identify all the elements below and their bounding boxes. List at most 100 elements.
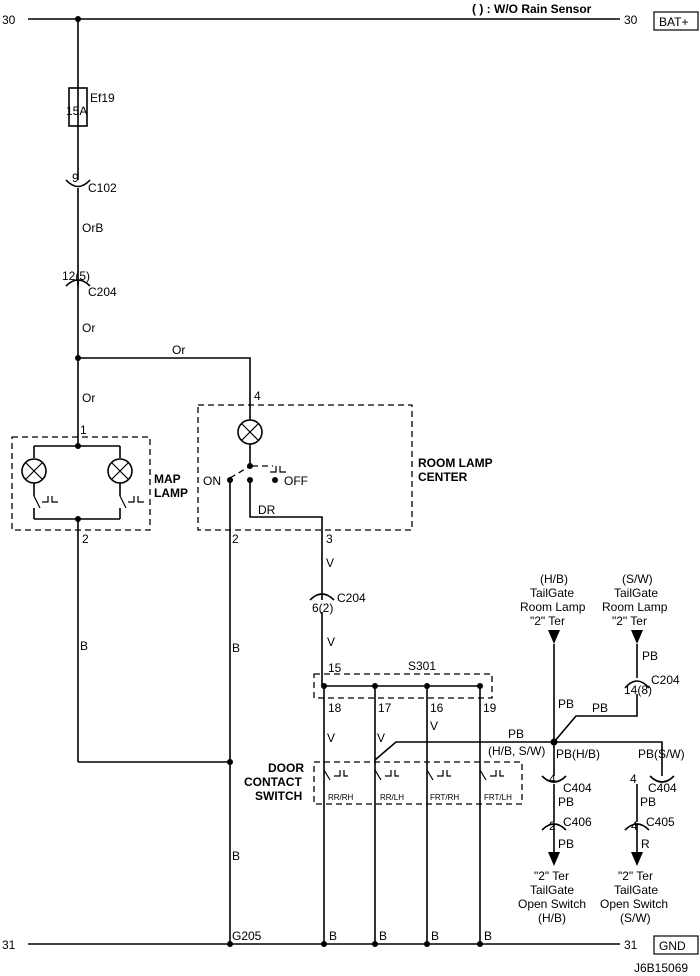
door-switch-label-3: SWITCH bbox=[255, 789, 302, 803]
c406-label: C406 bbox=[563, 815, 592, 829]
wire-r: R bbox=[641, 837, 650, 851]
tg-hb-bottom-4: (H/B) bbox=[538, 911, 566, 925]
door-switch-label-2: CONTACT bbox=[244, 775, 302, 789]
room-lamp-label-2: CENTER bbox=[418, 470, 468, 484]
rain-sensor-note: ( ) : W/O Rain Sensor bbox=[472, 2, 592, 16]
map-pin-2: 2 bbox=[82, 532, 89, 546]
c405-pin: 4 bbox=[631, 819, 638, 833]
c204-mid-pin: 6(2) bbox=[312, 601, 333, 615]
bat-terminal-box bbox=[653, 11, 699, 31]
room-lamp-label-1: ROOM LAMP bbox=[418, 456, 493, 470]
gnd-bus: 31 31 GND J6B15069 bbox=[2, 935, 699, 975]
ground-g205: G205 bbox=[232, 929, 262, 943]
wire-b-g1: B bbox=[329, 929, 337, 943]
room-pin-3: 3 bbox=[326, 532, 333, 546]
wire-dr: DR bbox=[258, 503, 276, 517]
wire-v-1: V bbox=[326, 556, 334, 570]
c404-a-pin: 4 bbox=[549, 772, 556, 786]
tg-hb-top-3: Room Lamp bbox=[520, 600, 586, 614]
tg-sw-bottom-arrow-icon bbox=[631, 852, 643, 866]
wire-v-4: V bbox=[377, 731, 385, 745]
tg-sw-bottom-1: "2" Ter bbox=[618, 869, 653, 883]
main-feed: Ef19 15A 9 C102 OrB 12(5) C204 Or Or Or bbox=[62, 16, 251, 446]
switch-rr-lh-label: RR/LH bbox=[380, 793, 404, 802]
wire-v-3: V bbox=[327, 731, 335, 745]
wire-pb-sw-top: PB bbox=[642, 649, 658, 663]
c204-top-label: C204 bbox=[88, 285, 117, 299]
switch-frt-lh-label: FRT/LH bbox=[484, 793, 512, 802]
splice-s301: 6(2) C204 V S301 15 18 17 16 19 V V V B … bbox=[309, 591, 497, 947]
tailgate-hb: (H/B) TailGate Room Lamp "2" Ter PB PB(H… bbox=[518, 572, 600, 925]
wire-v-2: V bbox=[327, 635, 335, 649]
tg-sw-bottom-3: Open Switch bbox=[600, 897, 668, 911]
s301-pin-17: 17 bbox=[378, 701, 392, 715]
tg-sw-bottom-4: (S/W) bbox=[620, 911, 651, 925]
tg-hb-top-4: "2" Ter bbox=[530, 614, 565, 628]
gnd-terminal-box bbox=[653, 935, 699, 955]
wire-orb: OrB bbox=[82, 221, 103, 235]
c102-connector bbox=[65, 179, 91, 188]
bat-right-label: 30 bbox=[624, 13, 638, 27]
map-lamp-label-2: LAMP bbox=[154, 486, 188, 500]
wire-or-3: Or bbox=[82, 391, 95, 405]
wire-b-lower: B bbox=[232, 849, 240, 863]
map-lamp-label-1: MAP bbox=[154, 472, 181, 486]
c405-label: C405 bbox=[646, 815, 675, 829]
diagram-code: J6B15069 bbox=[634, 961, 688, 975]
wire-hb-sw: (H/B, S/W) bbox=[488, 744, 545, 758]
room-pin-2: 2 bbox=[232, 532, 239, 546]
fuse-name: Ef19 bbox=[90, 91, 115, 105]
gnd-right-label: 31 bbox=[624, 938, 638, 952]
wire-pb-b: PB bbox=[640, 795, 656, 809]
tg-sw-top-4: "2" Ter bbox=[612, 614, 647, 628]
map-pin-1: 1 bbox=[80, 423, 87, 437]
c406-pin: 2 bbox=[549, 819, 556, 833]
wire-b-g4: B bbox=[484, 929, 492, 943]
c204-right-label: C204 bbox=[651, 673, 680, 687]
bat-left-label: 30 bbox=[2, 13, 16, 27]
switch-frt-rh-label: FRT/RH bbox=[430, 793, 459, 802]
c204-top-pin: 12(5) bbox=[62, 269, 90, 283]
tg-hb-bottom-arrow-icon bbox=[548, 852, 560, 866]
wire-or-1: Or bbox=[82, 321, 95, 335]
switch-rr-rh-label: RR/RH bbox=[328, 793, 354, 802]
wire-pb-bus: PB bbox=[508, 727, 524, 741]
wire-pb-sw: PB(S/W) bbox=[638, 747, 685, 761]
c404-b-pin: 4 bbox=[630, 772, 637, 786]
wire-pb-hb-top: PB bbox=[558, 697, 574, 711]
wire-pb-a: PB bbox=[558, 795, 574, 809]
wire-b-g3: B bbox=[431, 929, 439, 943]
tg-hb-top-1: (H/B) bbox=[540, 572, 568, 586]
s301-label: S301 bbox=[408, 659, 436, 673]
tg-hb-bottom-2: TailGate bbox=[530, 883, 574, 897]
map-lamp: 1 MAP LAMP 2 B bbox=[11, 423, 233, 765]
bat-bus: 30 30 BAT+ ( ) : W/O Rain Sensor bbox=[2, 2, 699, 31]
tg-sw-top-2: TailGate bbox=[614, 586, 658, 600]
s301-pin-15: 15 bbox=[328, 661, 342, 675]
tg-sw-top-arrow-icon bbox=[631, 630, 643, 644]
room-on-label: ON bbox=[203, 474, 221, 488]
tg-sw-top-1: (S/W) bbox=[622, 572, 653, 586]
fuse-rating: 15A bbox=[66, 104, 87, 118]
gnd-terminal-label: GND bbox=[659, 939, 686, 953]
wire-v-5: V bbox=[430, 719, 438, 733]
c404-a-label: C404 bbox=[563, 781, 592, 795]
tg-sw-top-3: Room Lamp bbox=[602, 600, 668, 614]
tg-hb-bottom-1: "2" Ter bbox=[534, 869, 569, 883]
s301-pin-16: 16 bbox=[430, 701, 444, 715]
door-switch-label-1: DOOR bbox=[268, 761, 304, 775]
wire-pb-c: PB bbox=[558, 837, 574, 851]
c404-b-label: C404 bbox=[648, 781, 677, 795]
wire-pb-hb: PB(H/B) bbox=[556, 747, 600, 761]
c102-label: C102 bbox=[88, 181, 117, 195]
wire-b-map: B bbox=[80, 639, 88, 653]
door-contact-switch: DOOR CONTACT SWITCH RR/RH RR/LH FRT/RH F… bbox=[244, 727, 663, 805]
tg-hb-top-2: TailGate bbox=[530, 586, 574, 600]
s301-pin-19: 19 bbox=[483, 701, 497, 715]
tg-sw-bottom-2: TailGate bbox=[614, 883, 658, 897]
tailgate-sw: (S/W) TailGate Room Lamp "2" Ter PB 14(8… bbox=[553, 572, 685, 925]
tg-hb-top-arrow-icon bbox=[548, 630, 560, 644]
wire-pb-joint: PB bbox=[592, 701, 608, 715]
c102-pin: 9 bbox=[72, 171, 79, 185]
